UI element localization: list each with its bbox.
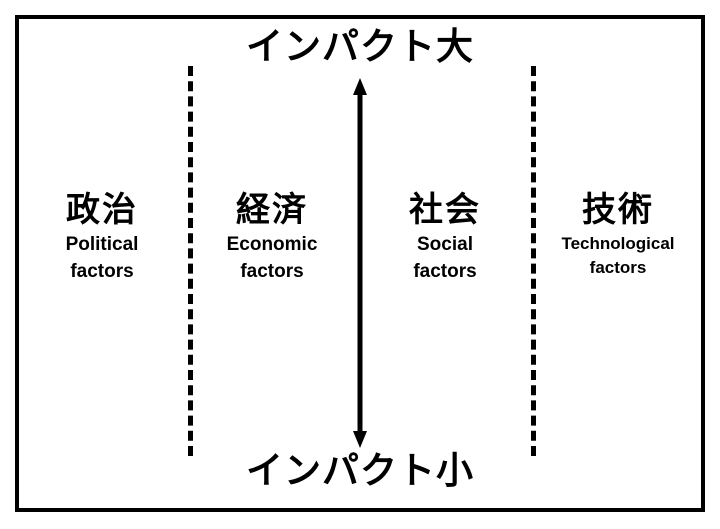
factor-label-en-political-line2: factors bbox=[70, 260, 134, 282]
factor-label-en-economic-line1: Economic bbox=[226, 233, 318, 255]
factor-label-en-social: Social factors bbox=[375, 232, 515, 286]
factor-column-social: 社会 Social factors bbox=[375, 192, 515, 286]
factor-label-en-political: Political factors bbox=[32, 232, 172, 286]
column-divider-social-technological bbox=[531, 66, 536, 456]
diagram-frame-border bbox=[15, 15, 705, 512]
factor-label-en-economic-line2: factors bbox=[240, 260, 304, 282]
factor-label-en-technological-line2: factors bbox=[589, 257, 647, 277]
factor-column-political: 政治 Political factors bbox=[32, 192, 172, 286]
factor-label-jp-technological: 技術 bbox=[582, 191, 654, 229]
factor-label-en-social-line1: Social bbox=[417, 233, 473, 255]
impact-axis-arrow-icon bbox=[352, 78, 368, 448]
factor-label-en-political-line1: Political bbox=[65, 233, 139, 255]
impact-high-label: インパクト大 bbox=[246, 26, 474, 67]
factor-label-jp-political: 政治 bbox=[66, 191, 138, 229]
factor-column-economic: 経済 Economic factors bbox=[202, 192, 342, 286]
factor-label-en-economic: Economic factors bbox=[202, 232, 342, 286]
factor-label-en-social-line2: factors bbox=[413, 260, 477, 282]
factor-label-en-technological: Technological factors bbox=[542, 232, 694, 280]
column-divider-political-economic bbox=[188, 66, 193, 456]
factor-label-en-technological-line1: Technological bbox=[561, 233, 675, 253]
factor-label-jp-economic: 経済 bbox=[236, 191, 308, 229]
factor-label-jp-social: 社会 bbox=[409, 191, 481, 229]
impact-low-label: インパクト小 bbox=[246, 450, 474, 491]
factor-column-technological: 技術 Technological factors bbox=[542, 192, 694, 280]
